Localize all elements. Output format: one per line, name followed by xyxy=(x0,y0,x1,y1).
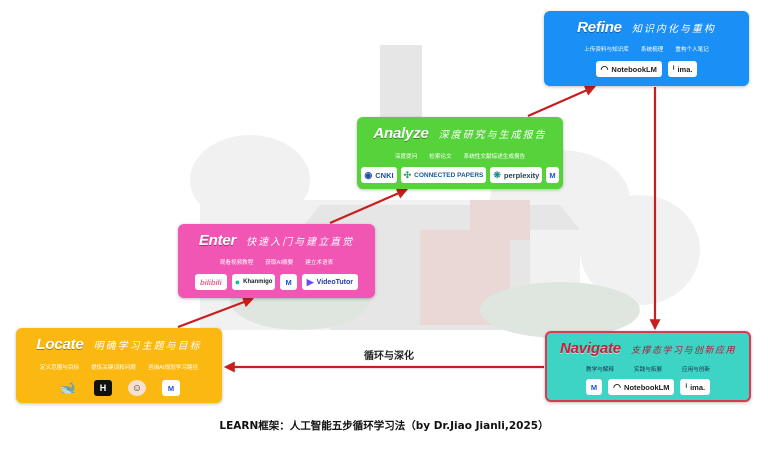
stage-card-navigate: Navigate 支撑态学习与创新应用 教学与解释 实践与拓展 应用与创新 M … xyxy=(545,331,751,402)
videotutor-logo: ▶ VideoTutor xyxy=(301,274,358,290)
notebooklm-logo: ◠ NotebookLM xyxy=(608,379,675,395)
metaso-icon: M xyxy=(167,383,175,393)
stage-card-refine: Refine 知识内化与重构 上传资料与知识库 系统梳理 重构个人笔记 ◠ No… xyxy=(544,11,749,86)
loop-label: 循环与深化 xyxy=(364,351,414,362)
metaso-icon: M xyxy=(549,170,556,180)
h-app-icon: H xyxy=(99,383,107,393)
khanmigo-logo: ● Khanmigo xyxy=(231,274,276,290)
ima-icon: ⁱ xyxy=(685,381,688,392)
avatar-icon: ☺ xyxy=(131,382,143,394)
task-item: 系统梳理 xyxy=(640,47,664,53)
stage-subtitle-enter: 快速入门与建立直觉 xyxy=(246,237,355,248)
stage-title-locate: Locate xyxy=(36,336,84,353)
connected-papers-icon: ✣ xyxy=(403,169,412,180)
metaso-logo: M xyxy=(162,380,180,396)
task-item: 系统性文献综述生成报告 xyxy=(463,154,526,160)
stage-card-analyze: Analyze 深度研究与生成报告 深度提问 检索论文 系统性文献综述生成报告 … xyxy=(357,117,563,189)
deepseek-icon: 🐋 xyxy=(59,380,77,395)
perplexity-logo: ❋ perplexity xyxy=(490,167,543,183)
cnki-logo: ◉ CNKI xyxy=(361,167,397,183)
task-item: 观看视频教程 xyxy=(219,260,254,266)
perplexity-icon: ❋ xyxy=(493,169,501,180)
stage-subtitle-locate: 明确学习主题与目标 xyxy=(93,341,202,352)
stage-subtitle-refine: 知识内化与重构 xyxy=(631,24,716,35)
task-item: 获取AI摘要 xyxy=(265,260,294,266)
stage-card-enter: Enter 快速入门与建立直觉 观看视频教程 获取AI摘要 建立术语表 bili… xyxy=(178,224,375,298)
connected-papers-logo: ✣ CONNECTED PAPERS xyxy=(400,167,487,183)
deepseek-logo: 🐋 xyxy=(58,380,78,396)
stage-card-locate: Locate 明确学习主题与目标 定义范围与目标 提炼关键词和问题 咨询AI规划… xyxy=(16,328,222,403)
videotutor-icon: ▶ xyxy=(306,276,314,287)
task-item: 深度提问 xyxy=(394,154,418,160)
bilibili-icon: bilibili xyxy=(200,277,222,287)
h-app-logo: H xyxy=(94,380,112,396)
task-item: 实践与拓展 xyxy=(634,367,662,373)
task-item: 建立术语表 xyxy=(305,260,334,266)
stage-title-enter: Enter xyxy=(198,232,237,249)
ima-logo: ⁱ ima. xyxy=(680,379,711,395)
figure-caption: LEARN框架：人工智能五步循环学习法（by Dr.Jiao Jianli,20… xyxy=(219,420,549,432)
metaso-logo: M xyxy=(585,379,603,395)
metaso-logo: M xyxy=(280,274,297,290)
metaso-icon: M xyxy=(590,382,598,392)
notebooklm-icon: ◠ xyxy=(600,63,609,74)
task-item: 教学与解释 xyxy=(586,367,614,373)
cnki-icon: ◉ xyxy=(364,169,373,180)
stage-subtitle-analyze: 深度研究与生成报告 xyxy=(438,130,547,141)
ima-icon: ⁱ xyxy=(672,63,675,74)
stage-title-navigate: Navigate xyxy=(560,340,621,357)
task-item: 咨询AI规划学习路径 xyxy=(147,365,199,371)
ima-logo: ⁱ ima. xyxy=(667,61,698,77)
task-item: 定义范围与目标 xyxy=(39,365,80,371)
khanmigo-icon: ● xyxy=(234,277,241,287)
notebooklm-icon: ◠ xyxy=(613,381,622,392)
metaso-logo: M xyxy=(546,167,559,183)
notebooklm-logo: ◠ NotebookLM xyxy=(595,61,662,77)
task-item: 提炼关键词和问题 xyxy=(91,365,136,371)
task-item: 检索论文 xyxy=(429,154,452,160)
stage-title-refine: Refine xyxy=(577,19,622,36)
bilibili-logo: bilibili xyxy=(195,274,227,290)
task-item: 重构个人笔记 xyxy=(675,47,709,53)
stage-title-analyze: Analyze xyxy=(373,125,429,142)
avatar-logo: ☺ xyxy=(128,380,146,396)
task-item: 上传资料与知识库 xyxy=(584,47,629,53)
stage-subtitle-navigate: 支撑态学习与创新应用 xyxy=(630,346,736,356)
metaso-icon: M xyxy=(285,277,292,287)
task-item: 应用与创新 xyxy=(681,367,710,373)
